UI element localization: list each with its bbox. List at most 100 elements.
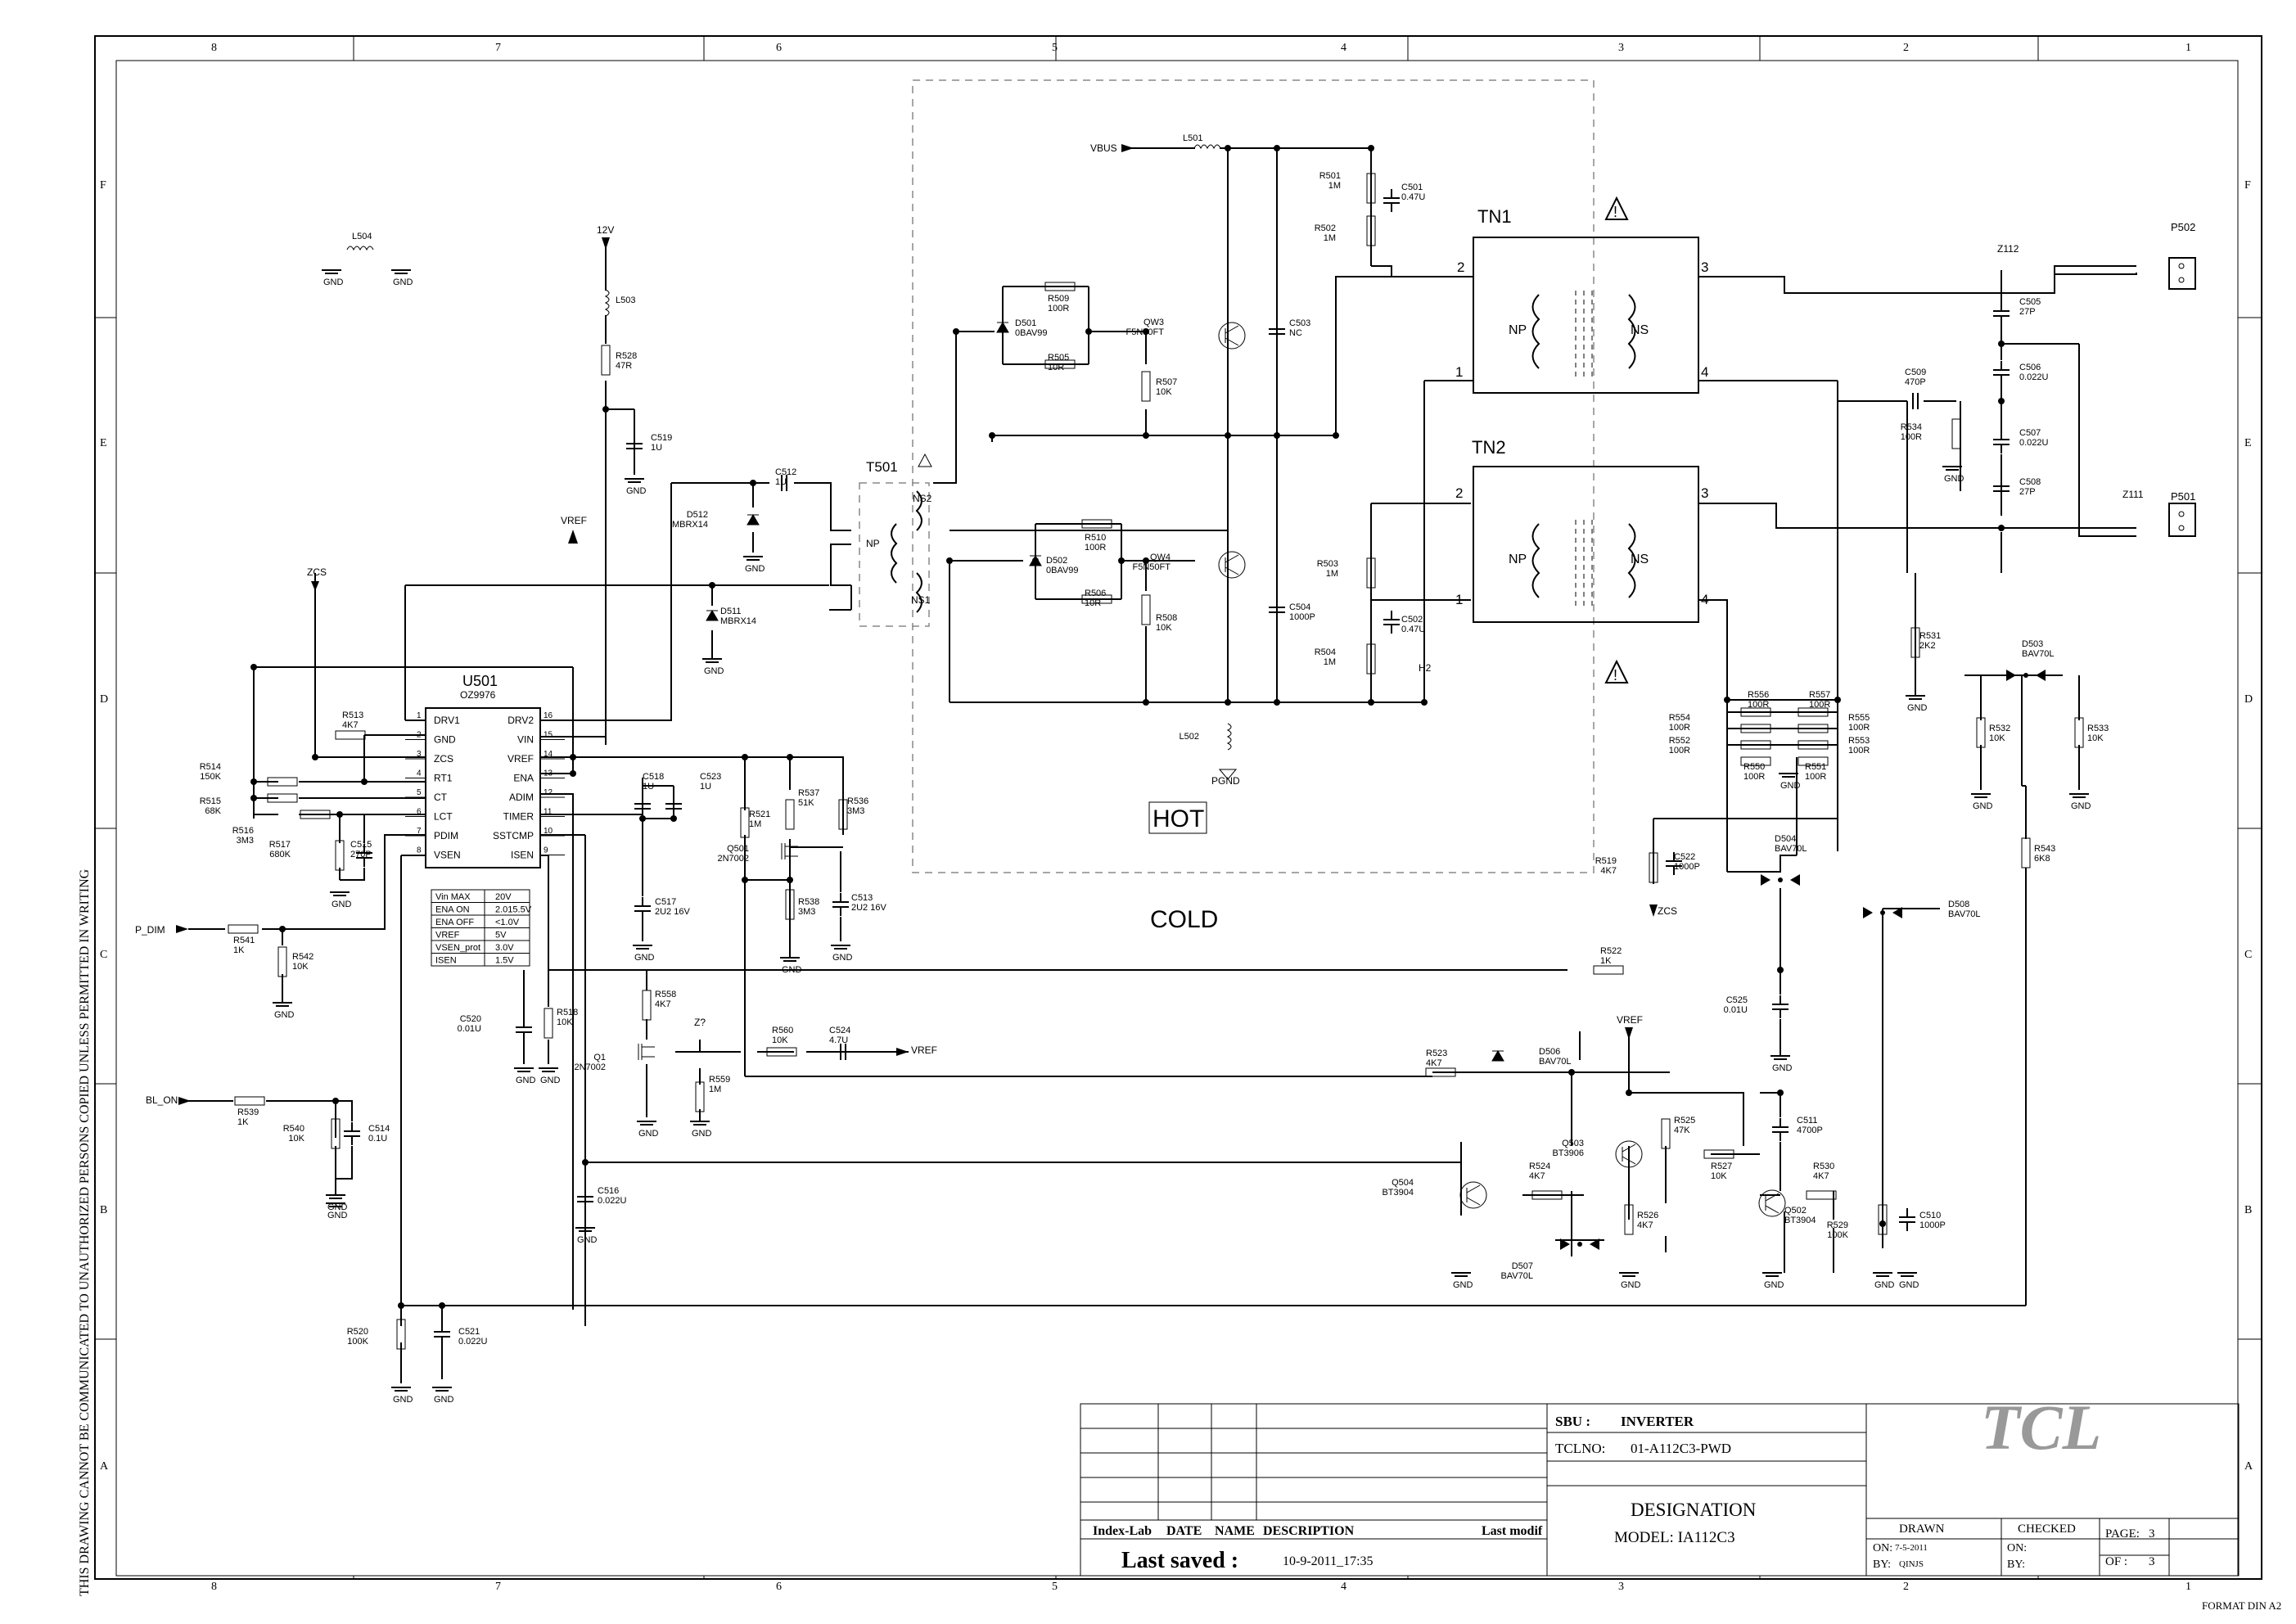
component-c523 bbox=[665, 795, 682, 818]
component-value: 1U bbox=[775, 477, 787, 487]
warning-icon: ! ! bbox=[918, 196, 1629, 683]
gnd-label: GND bbox=[782, 965, 802, 975]
col-label-bottom: 2 bbox=[1903, 1581, 1909, 1593]
ic-pin-name: RT1 bbox=[434, 773, 453, 784]
col-label-top: 2 bbox=[1903, 42, 1909, 54]
component-r519 bbox=[1649, 852, 1658, 883]
gnd-label: GND bbox=[626, 486, 647, 496]
component-ref: R503 bbox=[1317, 559, 1338, 569]
ic-pin-name: VREF bbox=[507, 753, 534, 765]
spec-key: ENA OFF bbox=[435, 918, 474, 927]
gnd-label: GND bbox=[704, 666, 724, 676]
component-r533 bbox=[2074, 717, 2084, 748]
component-value: MBRX14 bbox=[672, 520, 708, 530]
component-c504 bbox=[1269, 598, 1285, 621]
component-ref: R524 bbox=[1529, 1162, 1550, 1171]
component-value: 100R bbox=[1848, 723, 1870, 733]
component-c524 bbox=[840, 1044, 846, 1060]
component-ref: C505 bbox=[2019, 297, 2041, 307]
row-label-right: B bbox=[2244, 1204, 2252, 1216]
component-ref: C522 bbox=[1674, 852, 1695, 862]
gnd-label: GND bbox=[634, 953, 655, 963]
spec-key: VSEN_prot bbox=[435, 943, 480, 953]
component-ref: C506 bbox=[2019, 363, 2041, 372]
component-ref: Q503 bbox=[1562, 1139, 1584, 1148]
component-value: 100R bbox=[1901, 432, 1922, 442]
component-ref: QW4 bbox=[1150, 553, 1171, 562]
component-value: F5N50FT bbox=[1133, 562, 1171, 572]
side-note: THIS DRAWING CANNOT BE COMMUNICATED TO U… bbox=[78, 868, 92, 1596]
component-value: 27P bbox=[2019, 307, 2036, 317]
component-ref: R538 bbox=[798, 897, 819, 907]
col-label-bottom: 8 bbox=[211, 1581, 217, 1593]
component-ref: R531 bbox=[1919, 631, 1941, 641]
component-r539 bbox=[234, 1096, 265, 1106]
component-l501 bbox=[1193, 144, 1221, 150]
component-ref: C504 bbox=[1289, 602, 1310, 612]
component-ref: R529 bbox=[1827, 1220, 1848, 1230]
component-value: 0.47U bbox=[1401, 192, 1425, 202]
gnd-label: GND bbox=[516, 1076, 536, 1085]
ic-pin-num: 2 bbox=[417, 731, 422, 740]
component-c506 bbox=[1993, 361, 2010, 384]
col-label-bottom: 4 bbox=[1341, 1581, 1346, 1593]
component-value: 10K bbox=[1989, 733, 2005, 743]
component-ref: C525 bbox=[1726, 995, 1748, 1005]
col-label-top: 7 bbox=[495, 42, 501, 54]
ic-body bbox=[425, 707, 541, 868]
component-d503 bbox=[2006, 670, 2046, 681]
component-r534 bbox=[1951, 418, 1961, 449]
component-value: 3M3 bbox=[237, 836, 254, 846]
component-value: 47K bbox=[1674, 1126, 1690, 1135]
spec-value: 20V bbox=[495, 892, 512, 902]
component-value: 3M3 bbox=[798, 907, 815, 917]
component-r501 bbox=[1366, 173, 1376, 204]
component-r513 bbox=[335, 730, 366, 740]
on-label: ON: bbox=[1873, 1542, 1892, 1554]
ic-ref: U501 bbox=[462, 673, 498, 689]
component-ref: L504 bbox=[352, 232, 372, 241]
component-ref: R550 bbox=[1743, 762, 1765, 772]
component-value: BAV70L bbox=[1500, 1271, 1533, 1281]
component-r515 bbox=[267, 793, 298, 803]
component-ref: R554 bbox=[1669, 713, 1690, 723]
component-value: 4K7 bbox=[342, 720, 359, 730]
component-c519 bbox=[626, 435, 643, 458]
gnd-label: GND bbox=[1899, 1280, 1919, 1290]
component-value: 270P bbox=[350, 850, 372, 859]
tn2-body bbox=[1473, 466, 1699, 623]
col-label-bottom: 5 bbox=[1052, 1581, 1058, 1593]
component-r516 bbox=[300, 810, 331, 819]
row-label-left: B bbox=[100, 1204, 107, 1216]
component-ref: C507 bbox=[2019, 428, 2041, 438]
component-q504 bbox=[1459, 1181, 1487, 1209]
component-value: 4.7U bbox=[829, 1035, 848, 1045]
designation: DESIGNATION bbox=[1631, 1500, 1757, 1520]
component-value: 0.47U bbox=[1401, 625, 1425, 634]
component-r531 bbox=[1910, 627, 1920, 658]
net-zcs-1: ZCS bbox=[307, 566, 327, 578]
component-r551 bbox=[1798, 756, 1829, 766]
component-r523 bbox=[1425, 1067, 1456, 1077]
component-ref: R501 bbox=[1319, 171, 1341, 181]
gnd-label: GND bbox=[2071, 801, 2091, 811]
component-ref: Q501 bbox=[727, 844, 749, 854]
ic-pin-name: PDIM bbox=[434, 830, 458, 841]
ic-pin-num: 12 bbox=[544, 788, 553, 797]
component-value: 10K bbox=[557, 1017, 573, 1027]
component-ref: C502 bbox=[1401, 615, 1423, 625]
component-value: 1M bbox=[1324, 233, 1336, 243]
on2-label: ON: bbox=[2007, 1542, 2027, 1554]
connector-p502: P502 bbox=[2168, 221, 2196, 290]
component-ref: C514 bbox=[368, 1124, 390, 1134]
component-value: 1U bbox=[700, 782, 711, 792]
component-ref: R552 bbox=[1669, 736, 1690, 746]
component-c510 bbox=[1899, 1208, 1915, 1231]
component-value: 10K bbox=[288, 1134, 304, 1144]
component-ref: D501 bbox=[1015, 318, 1036, 328]
component-c508 bbox=[1993, 477, 2010, 500]
ic-pin-num: 8 bbox=[417, 846, 422, 855]
